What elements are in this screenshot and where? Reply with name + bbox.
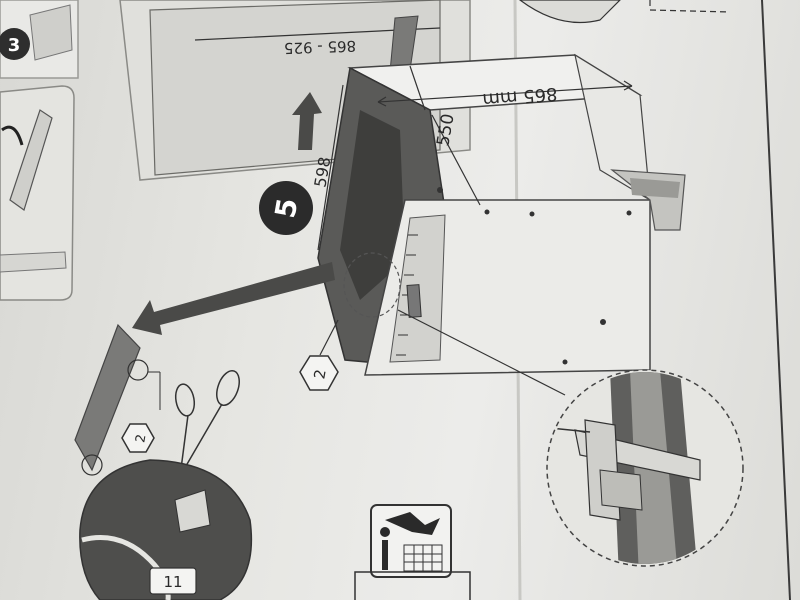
dimension-lines — [317, 65, 633, 251]
appliance-icon — [354, 504, 471, 600]
callout-11-box — [149, 567, 197, 595]
callout-2-hexagon — [299, 355, 339, 391]
cut-detail-circle — [79, 459, 253, 600]
callout-2-small-hexagon — [121, 423, 155, 453]
callout-2-small: 2 — [133, 433, 149, 444]
folded-sheet — [74, 323, 161, 476]
step-5-badge — [259, 181, 313, 235]
top-right-fragment — [518, 0, 621, 23]
magnifier-circle-icon — [546, 369, 744, 567]
up-arrow-icon — [292, 92, 322, 150]
appliance-box — [317, 53, 686, 376]
detail-marker-circle — [343, 252, 401, 318]
page-border-line — [761, 0, 791, 600]
callout-11: 11 — [163, 573, 182, 591]
callout-2-main: 2 — [310, 368, 329, 381]
dimension-top-range: 865 - 925 — [284, 37, 357, 58]
step-3-badge — [0, 28, 30, 60]
left-arrow-icon — [132, 262, 335, 335]
step-3-number: 3 — [8, 35, 21, 56]
panel-left-detail — [0, 85, 75, 301]
